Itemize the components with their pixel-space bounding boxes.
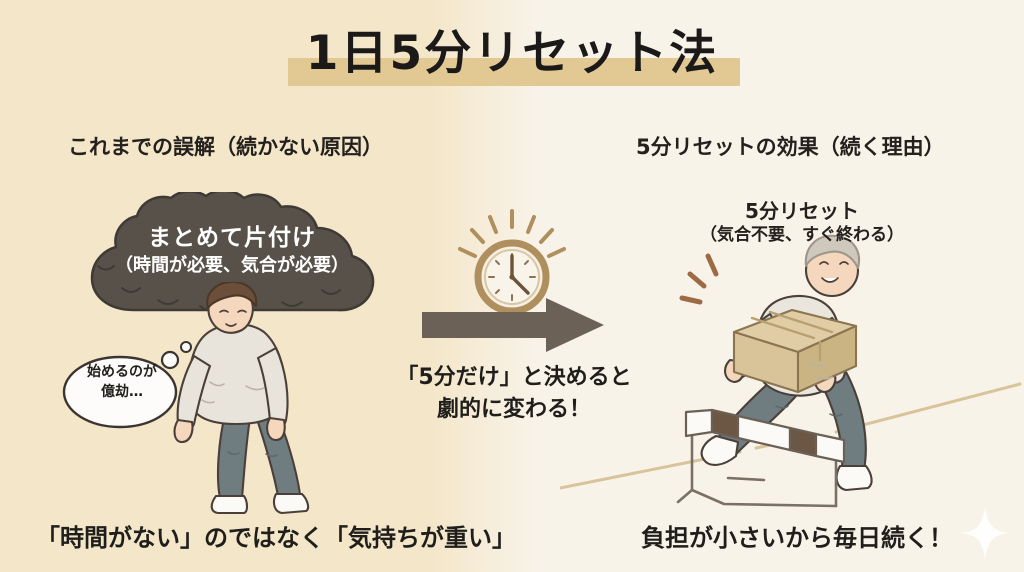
center-caption: 「5分だけ」と決めると 劇的に変わる！ — [380, 362, 648, 426]
right-figure-label: 5分リセット （気合不要、すぐ終わる） — [668, 198, 936, 248]
center-caption-line1: 「5分だけ」と決めると — [396, 365, 632, 390]
right-arrow-icon — [418, 296, 608, 354]
bottom-caption-right: 負担が小さいから毎日続く！ — [641, 524, 953, 552]
right-label-line1: 5分リセット — [745, 199, 859, 223]
bottom-caption-left: 「時間がない」のではなく「気持ちが重い」 — [36, 524, 516, 552]
thought-bubble-shape — [58, 336, 198, 432]
thought-bubble-line2: 億劫… — [101, 384, 143, 401]
illustration-slumped-person — [150, 280, 360, 522]
clock-icon — [452, 205, 572, 325]
section-header-left: これまでの誤解（続かない原因） — [68, 135, 383, 159]
page-title-text: 1日5分リセット法 — [305, 26, 719, 81]
right-label-line2: （気合不要、すぐ終わる） — [700, 225, 904, 245]
title-highlight-bar — [288, 58, 740, 86]
thought-bubble-line1: 始めるのが — [87, 364, 157, 380]
thought-bubble-caption: 始めるのが 億劫… — [64, 362, 180, 403]
section-header-right: 5分リセットの効果（続く理由） — [636, 135, 945, 159]
background-right-half — [512, 0, 1024, 572]
illustration-person-jumping-hurdle — [660, 230, 920, 500]
center-caption-line2: 劇的に変わる！ — [436, 396, 591, 422]
page-title: 1日5分リセット法 — [0, 26, 1024, 81]
sparkle-icon — [958, 505, 1012, 561]
hurdle-illustration — [668, 398, 898, 510]
